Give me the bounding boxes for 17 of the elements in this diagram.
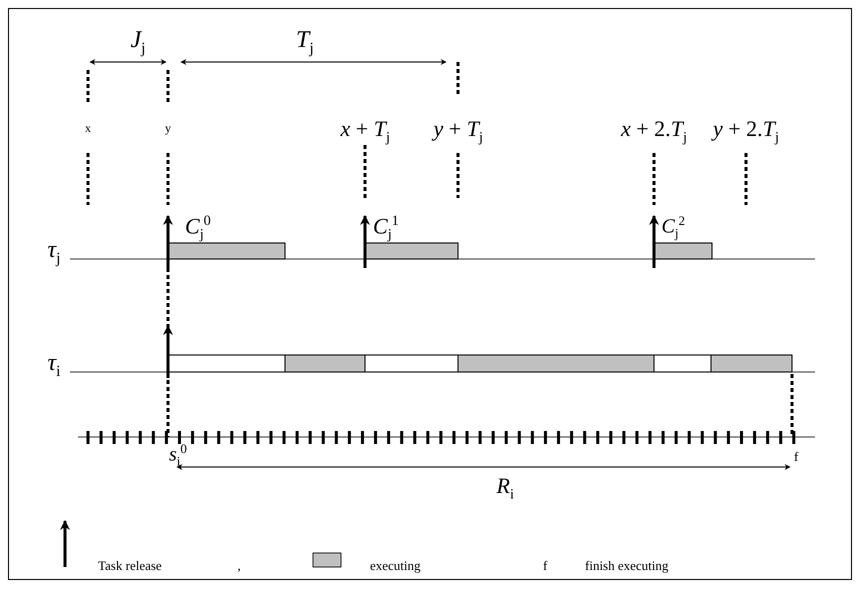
- legend-label: executing: [370, 559, 421, 572]
- math-label: y + 2.T$_{j}$: [713, 118, 779, 145]
- math-label: J$_{j}$: [130, 28, 146, 56]
- math-label: T$_{j}$: [296, 28, 314, 56]
- math-label: y: [165, 122, 171, 134]
- math-label: ,: [238, 559, 241, 572]
- math-label: x: [85, 122, 91, 134]
- legend-label: finish executing: [585, 559, 668, 572]
- math-label: x + 2.T$_{j}$: [621, 118, 687, 145]
- math-label: f: [543, 559, 548, 572]
- math-label: R$_{i}$: [496, 475, 514, 502]
- legend-label: Task release: [98, 559, 162, 572]
- math-label: τ$_{j}$: [48, 238, 60, 266]
- math-label: τ$_{i}$: [48, 351, 60, 380]
- math-label: f: [794, 450, 798, 463]
- math-label: x + T$_{j}$: [340, 118, 390, 145]
- math-label: y + T$_{j}$: [434, 118, 483, 145]
